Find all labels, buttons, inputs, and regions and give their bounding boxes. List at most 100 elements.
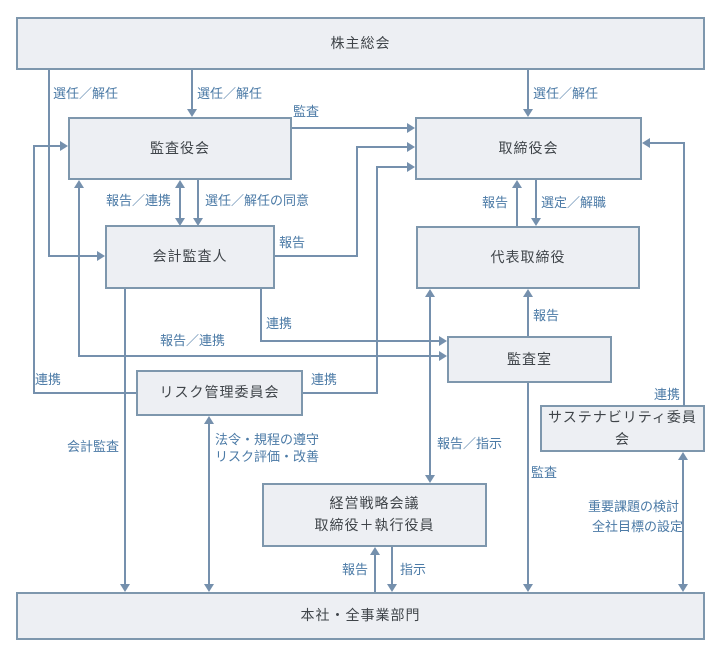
- arrowhead: [175, 180, 185, 188]
- arrowhead: [531, 218, 541, 226]
- connector-segment: [292, 127, 407, 129]
- connector-segment: [33, 145, 61, 147]
- node-strategy-meeting-label-line1: 経営戦略会議: [329, 495, 420, 512]
- arrowhead: [407, 162, 415, 172]
- edge-label-appoint-dismiss-auditor: 選任／解任: [53, 86, 119, 101]
- arrowhead: [175, 218, 185, 226]
- edge-label-coop-risk-directors: 連携: [311, 372, 338, 387]
- edge-label-compliance-line1: 法令・規程の遵守: [215, 432, 320, 447]
- arrowhead: [97, 251, 105, 261]
- connector-segment: [650, 142, 685, 144]
- node-accounting-auditor-label: 会計監査人: [152, 248, 228, 265]
- connector-segment: [124, 289, 126, 584]
- edge-label-coop-auditor-office: 連携: [266, 316, 293, 331]
- edge-label-instruct-bottom: 指示: [400, 562, 427, 577]
- arrowhead: [439, 351, 447, 361]
- arrowhead: [407, 123, 415, 133]
- edge-label-appoint-dismiss-directors: 選任／解任: [533, 86, 599, 101]
- node-accounting-auditor: 会計監査人: [105, 225, 275, 289]
- connector-segment: [208, 424, 210, 584]
- node-shareholders: 株主総会: [16, 17, 705, 70]
- node-audit-board-label: 監査役会: [150, 139, 210, 156]
- edge-label-report-instruct: 報告／指示: [437, 436, 503, 451]
- connector-segment: [48, 255, 98, 257]
- connector-segment: [303, 392, 378, 394]
- edge-label-coop-sustainability: 連携: [654, 387, 681, 402]
- edge-label-auditor-report: 報告: [279, 235, 306, 250]
- connector-segment: [429, 297, 431, 475]
- edge-label-report-bottom: 報告: [342, 562, 369, 577]
- edge-label-report-coop-office: 報告／連携: [160, 333, 226, 348]
- node-board-of-directors: 取締役会: [415, 117, 642, 180]
- node-sustainability-committee: サステナビリティ委員会: [540, 405, 705, 452]
- node-audit-office: 監査室: [447, 336, 612, 383]
- arrowhead: [523, 584, 533, 592]
- node-head-office-label: 本社・全事業部門: [300, 607, 421, 624]
- connector-segment: [260, 340, 439, 342]
- connector-segment: [682, 460, 684, 584]
- connector-segment: [683, 142, 685, 406]
- node-representative-director: 代表取締役: [416, 226, 640, 289]
- arrowhead: [187, 109, 197, 117]
- connector-segment: [356, 146, 407, 148]
- edge-label-compliance-line2: リスク評価・改善: [215, 449, 320, 464]
- node-sustainability-committee-label: サステナビリティ委員会: [548, 408, 697, 447]
- edge-label-report-coop-auditor: 報告／連携: [106, 193, 172, 208]
- arrowhead: [523, 109, 533, 117]
- connector-segment: [374, 555, 376, 592]
- edge-label-office-audit: 監査: [531, 465, 558, 480]
- arrowhead: [642, 138, 650, 148]
- edge-label-select-remove: 選定／解職: [541, 195, 607, 210]
- connector-segment: [78, 355, 439, 357]
- arrowhead: [512, 180, 522, 188]
- arrowhead: [678, 452, 688, 460]
- node-audit-office-label: 監査室: [507, 350, 552, 367]
- edge-label-audit: 監査: [293, 104, 320, 119]
- connector-segment: [376, 166, 407, 168]
- arrowhead: [204, 584, 214, 592]
- connector-segment: [33, 145, 35, 394]
- connector-segment: [48, 70, 50, 257]
- arrowhead: [193, 218, 203, 226]
- node-risk-committee-label: リスク管理委員会: [159, 384, 280, 401]
- arrowhead: [204, 416, 214, 424]
- connector-segment: [356, 146, 358, 257]
- connector-segment: [527, 383, 529, 584]
- arrowhead: [678, 584, 688, 592]
- connector-segment: [179, 186, 181, 220]
- edge-label-accounting-audit: 会計監査: [67, 439, 120, 454]
- connector-segment: [197, 180, 199, 220]
- edge-label-office-report: 報告: [533, 308, 560, 323]
- connector-segment: [275, 255, 358, 257]
- arrowhead: [120, 584, 130, 592]
- connector-segment: [191, 70, 193, 110]
- connector-segment: [260, 289, 262, 342]
- arrowhead: [523, 289, 533, 297]
- node-board-of-directors-label: 取締役会: [498, 139, 559, 156]
- edge-label-consent: 選任／解任の同意: [205, 193, 310, 208]
- connector-segment: [33, 392, 136, 394]
- node-representative-director-label: 代表取締役: [490, 248, 566, 265]
- arrowhead: [425, 289, 435, 297]
- arrowhead: [74, 180, 84, 188]
- edge-label-representative-report: 報告: [482, 195, 509, 210]
- edge-label-coop-risk-audit-board: 連携: [35, 372, 62, 387]
- node-shareholders-label: 株主総会: [330, 34, 391, 51]
- arrowhead: [425, 475, 435, 483]
- connector-segment: [376, 166, 378, 394]
- edge-label-key-issues-line1: 重要課題の検討: [588, 499, 680, 514]
- connector-segment: [391, 547, 393, 584]
- arrowhead: [60, 141, 68, 151]
- arrowhead: [370, 547, 380, 555]
- connector-segment: [78, 188, 80, 357]
- connector-segment: [527, 297, 529, 336]
- node-audit-board: 監査役会: [68, 117, 292, 180]
- node-strategy-meeting: 経営戦略会議 取締役＋執行役員: [262, 483, 487, 547]
- node-strategy-meeting-label-line2: 取締役＋執行役員: [314, 517, 435, 533]
- arrowhead: [439, 336, 447, 346]
- arrowhead: [407, 142, 415, 152]
- connector-segment: [535, 180, 537, 218]
- node-risk-committee: リスク管理委員会: [136, 370, 303, 416]
- connector-segment: [527, 70, 529, 110]
